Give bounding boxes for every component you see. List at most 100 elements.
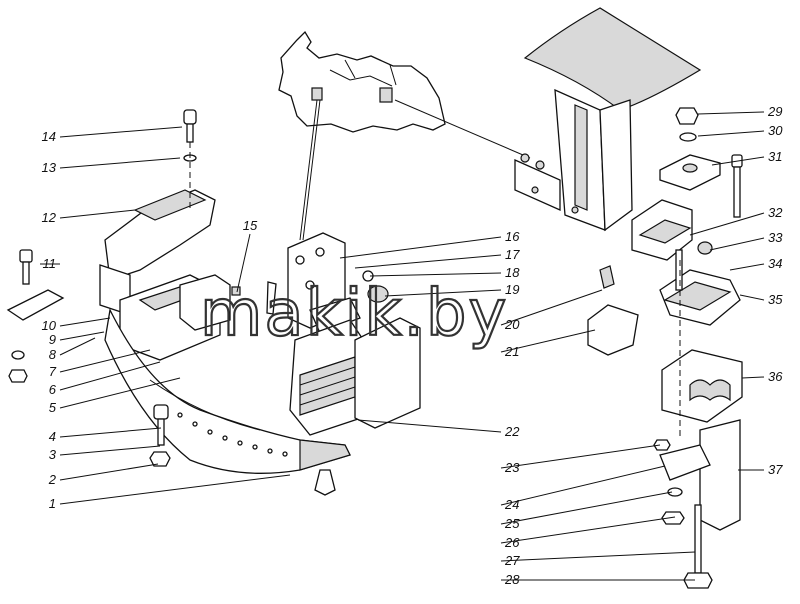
callout-34: 34 — [729, 256, 782, 271]
leader-line — [236, 233, 251, 293]
callout-number: 25 — [504, 516, 520, 531]
callout-12: 12 — [42, 209, 136, 225]
right-mount-stack — [587, 107, 743, 589]
callout-7: 7 — [49, 349, 151, 379]
leader-line — [59, 126, 183, 138]
bolt-14 — [183, 109, 197, 210]
callout-31: 31 — [711, 149, 782, 166]
callout-15: 15 — [236, 218, 258, 293]
callout-number: 33 — [768, 230, 783, 245]
leader-line — [709, 237, 765, 251]
callout-29: 29 — [697, 104, 782, 119]
leader-line — [711, 156, 765, 166]
callout-1: 1 — [49, 474, 291, 511]
leader-line — [500, 551, 696, 562]
callout-number: 7 — [49, 364, 57, 379]
leader-line — [354, 254, 502, 269]
callout-number: 10 — [42, 318, 57, 333]
callout-number: 34 — [768, 256, 782, 271]
callout-number: 19 — [505, 282, 519, 297]
leader-line — [739, 294, 765, 301]
leader-line — [500, 465, 666, 506]
callout-2: 2 — [48, 463, 159, 487]
leader-line — [357, 419, 502, 433]
callout-21: 21 — [500, 329, 596, 359]
callout-22: 22 — [357, 419, 520, 439]
callout-number: 3 — [49, 447, 57, 462]
curved-support-arm — [104, 307, 351, 496]
callout-36: 36 — [741, 369, 783, 384]
leader-line — [384, 289, 502, 297]
callout-3: 3 — [49, 445, 161, 462]
callout-14: 14 — [42, 126, 183, 144]
callout-number: 18 — [505, 265, 520, 280]
leader-line — [59, 157, 181, 169]
axis-line-top — [394, 99, 531, 159]
callout-number: 16 — [505, 229, 520, 244]
callout-number: 23 — [504, 460, 520, 475]
callout-number: 13 — [42, 160, 57, 175]
callout-number: 35 — [768, 292, 783, 307]
callout-27: 27 — [500, 551, 696, 568]
vertical-bracket-assembly — [514, 7, 702, 232]
callout-number: 31 — [768, 149, 782, 164]
callout-32: 32 — [689, 205, 783, 236]
callout-number: 21 — [504, 344, 519, 359]
callout-10: 10 — [42, 317, 111, 333]
leader-line — [59, 337, 96, 356]
callout-number: 26 — [504, 535, 520, 550]
callout-8: 8 — [49, 337, 96, 362]
callout-number: 32 — [768, 205, 783, 220]
callout-number: 20 — [504, 317, 520, 332]
callout-26: 26 — [500, 516, 676, 550]
callout-number: 8 — [49, 347, 57, 362]
callout-number: 1 — [49, 496, 56, 511]
callout-11: 11 — [40, 256, 60, 271]
watermark: makik.by — [200, 277, 508, 351]
callout-5: 5 — [49, 377, 181, 415]
callout-number: 9 — [49, 332, 56, 347]
callout-number: 4 — [49, 429, 56, 444]
callout-30: 30 — [697, 123, 783, 138]
callout-number: 2 — [48, 472, 57, 487]
leader-line — [59, 209, 136, 219]
callout-number: 24 — [504, 497, 519, 512]
leader-line — [59, 317, 111, 327]
leader-line — [697, 111, 765, 115]
leader-line — [59, 445, 161, 456]
leader-line — [689, 212, 765, 236]
callout-37: 37 — [738, 462, 783, 477]
callout-9: 9 — [49, 331, 105, 347]
callout-number: 14 — [42, 129, 56, 144]
leader-line — [59, 377, 181, 409]
callout-number: 28 — [504, 572, 520, 587]
callout-17: 17 — [354, 247, 520, 269]
leader-line — [59, 474, 291, 505]
callout-16: 16 — [339, 229, 520, 259]
callout-number: 6 — [49, 382, 57, 397]
center-engine-mount — [287, 232, 421, 436]
leader-line — [500, 491, 673, 525]
leader-line — [59, 463, 159, 481]
callout-number: 29 — [767, 104, 782, 119]
callout-number: 11 — [43, 256, 57, 271]
callout-19: 19 — [384, 282, 519, 297]
callout-number: 5 — [49, 400, 57, 415]
callout-number: 12 — [42, 210, 57, 225]
callout-35: 35 — [739, 292, 783, 307]
callout-layer: 1234567891011121314151617181920212223242… — [40, 104, 783, 587]
leader-line — [59, 361, 161, 391]
callout-13: 13 — [42, 157, 181, 175]
callout-25: 25 — [500, 491, 673, 531]
leader-line — [500, 516, 676, 544]
callout-4: 4 — [49, 427, 162, 444]
callout-33: 33 — [709, 230, 783, 251]
leader-line — [59, 349, 151, 373]
callout-number: 17 — [505, 247, 520, 262]
callout-28: 28 — [501, 572, 695, 587]
callout-18: 18 — [369, 265, 520, 280]
callout-number: 37 — [768, 462, 783, 477]
callout-number: 36 — [768, 369, 783, 384]
bolt-11 — [6, 249, 65, 383]
